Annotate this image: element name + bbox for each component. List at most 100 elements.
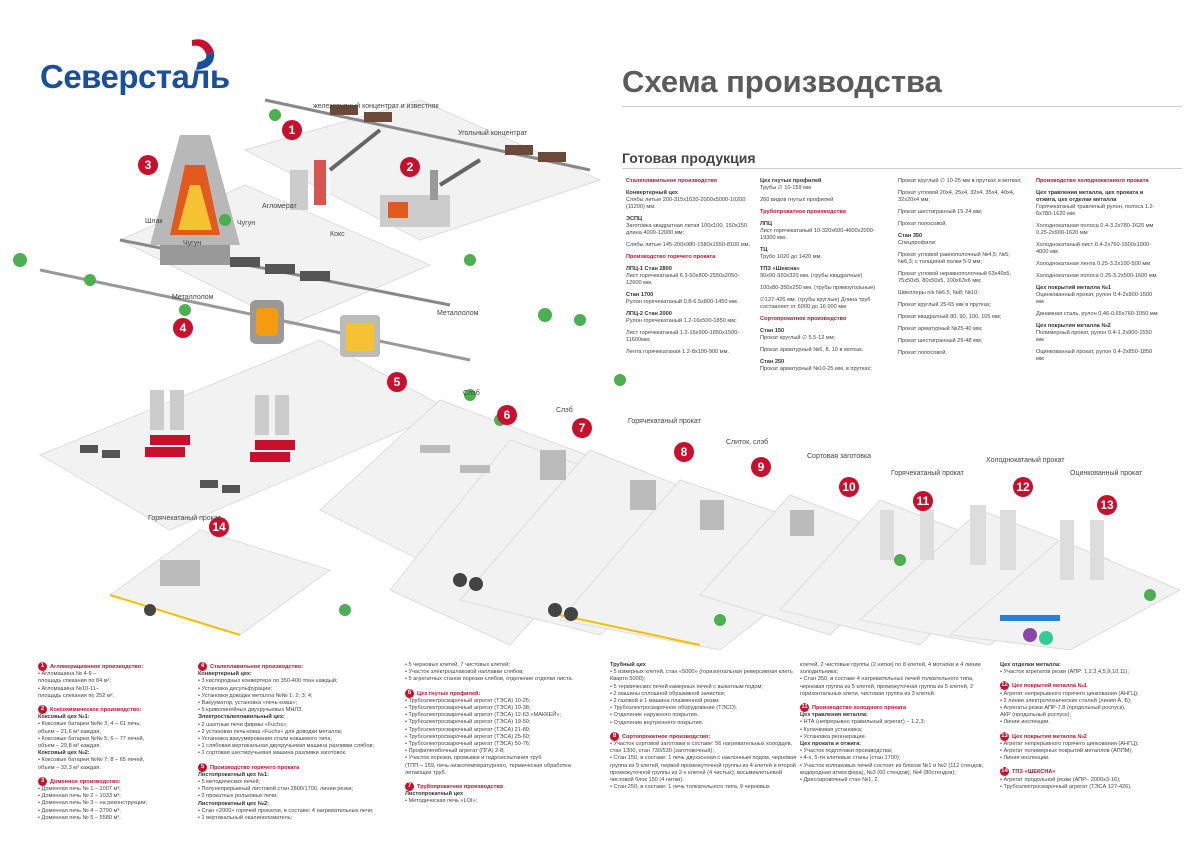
catalog-item-text: Лист горячекатаный 1.2-16х900-1850х1500-… <box>626 330 740 343</box>
legend-line: • 2 установки печь-ковш «Fuchs» для дово… <box>198 728 343 735</box>
catalog-item: Прокат круглый ∅ 10-25 мм в прутках и мо… <box>898 178 1026 185</box>
catalog-item-text: Швеллеры п/к №6.5; №8; №10; <box>898 290 979 296</box>
catalog-item: Швеллеры п/к №6.5; №8; №10; <box>898 290 1026 297</box>
legend-heading: Цех гнутых профилей: <box>417 690 481 697</box>
catalog-item-text: 90х90-320х320 мм. (трубы квадратные) <box>760 273 863 279</box>
catalog-item-text: Холоднокатаная полоса 0.4-3.2х780-1620 м… <box>1036 223 1154 236</box>
label-hot-rolled-3: Горячекатаный прокат <box>148 514 222 522</box>
catalog-section-heading: Сортопрокатное производство <box>760 316 847 322</box>
yellow-routes <box>109 594 701 646</box>
catalog-item: Холоднокатаная полоса 0.25-3.2х500-1600 … <box>1036 273 1160 280</box>
catalog-item: Прокат арматурный №6, 8, 10 в мотках. <box>760 347 888 354</box>
catalog-unit-name: Цех покрытий металла №1 <box>1036 285 1111 291</box>
legend-number-badge: 2 <box>38 705 47 714</box>
legend-line: • Линия инспекции. <box>1000 755 1050 762</box>
badge-7: 7 <box>572 418 592 438</box>
legend-line: • Агрегат продольной резки (АПР– 2000х3-… <box>1000 776 1121 783</box>
legend-line: • Стан 350, в составе 4 нагревательных п… <box>800 676 974 697</box>
badge-3: 3 <box>138 155 158 175</box>
catalog-item-text: Прокат круглый ∅ 5.5-12 мм; <box>760 335 836 341</box>
legend-number-badge: 6 <box>405 688 414 698</box>
brand-name: Северсталь <box>40 58 230 95</box>
catalog-item-text: Рулон горячекатаный 1.2-16х500-1850 мм; <box>626 318 737 324</box>
svg-text:11: 11 <box>917 494 930 508</box>
legend-line: • Трубоэлектросварочный агрегат (ТЭСА) 5… <box>405 741 531 748</box>
legend-line: • Участок порезки, промывки и гидроиспыт… <box>405 755 542 762</box>
legend-line: • Полунепрерывный листовой стан 2800/170… <box>198 786 354 793</box>
legend-line: • Методическая печь «LOI»; <box>405 798 478 805</box>
label-galvanized: Оцинкованный прокат <box>1070 469 1143 477</box>
catalog-unit-name: ТЦ <box>760 247 768 253</box>
label-iron-ore: железорудный концентрат и известняк <box>313 102 440 110</box>
legend-subheading: Цех проката и отжига: <box>800 741 862 748</box>
catalog-item-text: Прокат шестигранный 15-24 мм; <box>898 209 983 215</box>
badge-11: 11 <box>913 491 933 511</box>
label-pig-iron-2: Чугун <box>183 240 201 247</box>
products-title: Готовая продукция <box>622 150 756 166</box>
catalog-item: Холоднокатаная полоса 0.4-3.2х780-1620 м… <box>1036 223 1160 237</box>
svg-text:13: 13 <box>1100 498 1114 512</box>
label-agglomerate: Агломерат <box>262 203 297 210</box>
page-title: Схема производства <box>622 64 942 99</box>
catalog-item-text: Прокат полосовой. <box>898 350 948 356</box>
catalog-item: ∅127-426 мм. (трубы круглые) Длина труб … <box>760 297 888 311</box>
catalog-item-text: Динамная сталь, рулон 0.46-0.65х760-1050… <box>1036 311 1158 317</box>
legend-line: • Трубоэлектросварочный агрегат (ТЭСА) 2… <box>405 733 531 740</box>
catalog-item: Прокат полосовой. <box>898 350 1026 357</box>
catalog-item: Производство горячего проката <box>626 254 754 261</box>
catalog-item-text: Прокат угловой 20х4, 25х4, 32х4, 35х4, 4… <box>898 190 1015 203</box>
legend-heading: Агломерационное производство: <box>50 663 144 670</box>
legend-line: • 1 слябовая вертикальная двухручьевая м… <box>198 743 375 750</box>
legend-line: • 5 методических печей; <box>198 779 261 786</box>
catalog-item-text: Холоднокатаная лента 0.25-3.2х100-500 мм <box>1036 261 1151 267</box>
legend-number-badge: 8 <box>610 731 619 741</box>
legend-line: • Установка десульфурации; <box>198 685 273 692</box>
legend-line: клетей, 2 чистовые группы (2 нитки) по 8… <box>800 662 981 676</box>
catalog-unit-name: Цех гнутых профилей <box>760 178 822 184</box>
catalog-section-heading: Производство холоднокатаного проката <box>1036 178 1149 184</box>
catalog-item-text: Рулон горячекатаный 0.8-6.5х800-1450 мм. <box>626 299 739 305</box>
legend-line: • Трубоэлектросварочный агрегат (ТЭСА) 1… <box>405 697 531 704</box>
legend-line: • Доменная печь № 2 – 1033 м³; <box>38 793 121 800</box>
badge-12: 12 <box>1013 477 1033 497</box>
catalog-item: Лента горячекатаная 1.2-8х100-900 мм. <box>626 349 754 356</box>
catalog-item-text: Оцинкованный прокат, рулон 0.4-2х900-150… <box>1036 292 1153 305</box>
legend-line: • Коксовые батареи №№ 3; 4 – 61 печь, <box>38 721 141 728</box>
legend-heading: Коксохимическое производство: <box>50 706 142 713</box>
legend-line: • Агломашина № 4-9 – <box>38 671 97 678</box>
legend-line: • Трубоэлектросварочный агрегат (ТЭСА) 2… <box>405 726 531 733</box>
legend-line: • 2 шахтные печи фирмы «Fuchs»; <box>198 721 288 728</box>
catalog-section-heading: Трубопрокатное производство <box>760 209 847 215</box>
legend-line: • Коксовые батареи №№ 7; 8 – 65 печей, <box>38 757 145 764</box>
legend-line: • Участок электрошлаковой наплавки слябо… <box>405 669 524 676</box>
legend-line: • Агрегат полимерных покрытий металлов (… <box>1000 748 1133 754</box>
legend-heading: Сталеплавильное производство: <box>210 663 303 670</box>
legend-line: • 5 измерных клетей, стан «5000» (горизо… <box>610 669 793 683</box>
legend-line: площадь спекания по 84 м²; <box>38 678 112 685</box>
legend-col-3: • 5 черновых клетей, 7 чистовых клетей;•… <box>405 662 597 811</box>
legend-line: • 4-х, 5-ти клетевые станы (стан 1700); <box>800 755 901 762</box>
catalog-item-text: Прокат круглый 25-65 мм в прутках; <box>898 302 992 308</box>
catalog-item: Сталеплавильное производство <box>626 178 754 185</box>
continuous-casters <box>145 390 295 462</box>
label-billet: Слиток, слэб <box>726 438 768 446</box>
label-coal: Угольный концентрат <box>458 129 528 137</box>
legend-line: • Стан 150, в составе: 1 печь двухзонная… <box>610 755 797 784</box>
catalog-item: Лист горячекатаный 1.2-16х900-1850х1500-… <box>626 330 754 344</box>
catalog-item: Прокат угловой 20х4, 25х4, 32х4, 35х4, 4… <box>898 190 1026 204</box>
legend-heading: Производство холодного проката <box>812 705 907 711</box>
catalog-item-text: Прокат шестигранный 29-48 мм; <box>898 338 983 344</box>
